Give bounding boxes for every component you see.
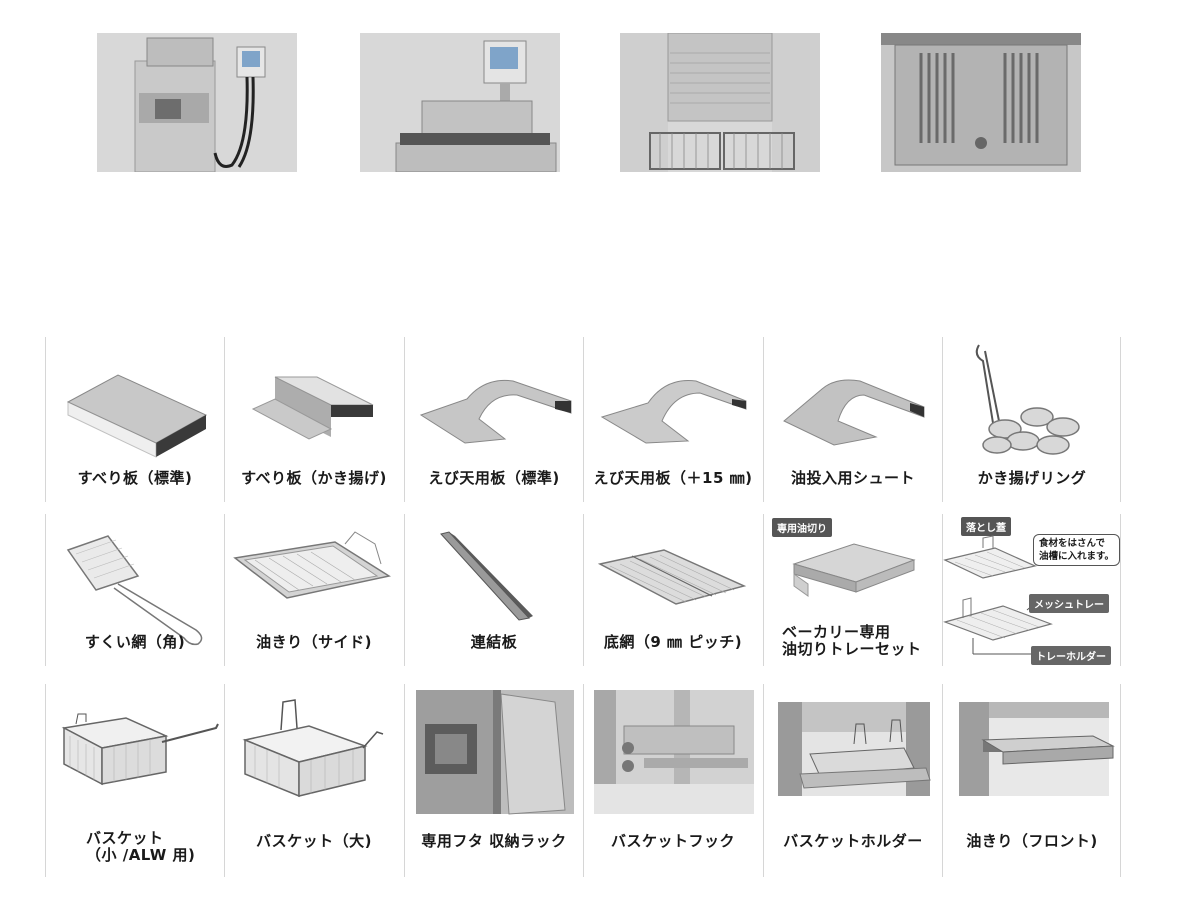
accessory-label: かき揚げリング <box>977 469 1087 487</box>
accessory-label: バスケットホルダー <box>783 832 923 850</box>
fryer-baskets-photo <box>620 33 820 172</box>
accessory-shrimp-plate-standard: えび天用板（標準) <box>404 337 583 502</box>
accessory-oil-chute: 油投入用シュート <box>763 337 942 502</box>
accessory-label: すべり板（標準) <box>77 469 193 487</box>
fryer-raised-head-photo <box>360 33 560 172</box>
accessory-lid-storage-rack: 専用フタ 収納ラック <box>404 684 583 877</box>
accessory-drop-lid-set: 落とし蓋 食材をはさんで 油槽に入れます。 メッシュトレー トレーホルダー <box>942 514 1121 666</box>
top-photo-row <box>0 33 1180 173</box>
mesh-tray-tag: メッシュトレー <box>1029 594 1109 613</box>
basket-hook-photo <box>594 690 754 814</box>
accessory-label: バスケットフック <box>610 832 735 850</box>
accessory-basket-large: バスケット（大) <box>224 684 403 877</box>
accessory-basket-small-alw: バスケット （小 /ALW 用) <box>45 684 224 877</box>
label-line-2: （小 /ALW 用) <box>86 846 196 864</box>
accessory-label: えび天用板（＋15 ㎜) <box>593 469 753 487</box>
accessory-grid: すべり板（標準) すべり板（かき揚げ) えび天用板（標準) えび天用板（＋15 … <box>45 337 1123 877</box>
accessory-connecting-plate: 連結板 <box>404 514 583 666</box>
accessory-label: すくい網（角) <box>84 633 186 651</box>
basket-small-illustration <box>61 713 219 786</box>
label-line-2: 油切りトレーセット <box>782 640 922 658</box>
accessory-label: 連結板 <box>470 633 518 651</box>
slide-plate-standard-illustration <box>66 374 208 458</box>
drop-lid-tag: 落とし蓋 <box>961 517 1011 536</box>
accessory-label: 専用フタ 収納ラック <box>421 832 567 850</box>
bakery-drain-tray-illustration <box>792 543 916 597</box>
accessory-skimmer-square: すくい網（角) <box>45 514 224 666</box>
accessory-label: 油きり（サイド) <box>256 633 372 651</box>
skimmer-square-illustration <box>66 535 203 646</box>
accessory-label: バスケット （小 /ALW 用) <box>86 830 264 864</box>
bubble-line-1: 食材をはさんで <box>1039 538 1106 549</box>
connecting-plate-illustration <box>440 531 533 621</box>
accessory-slide-plate-kakiage: すべり板（かき揚げ) <box>224 337 403 502</box>
accessory-label: 油投入用シュート <box>790 469 915 487</box>
accessory-bottom-mesh: 底網（9 ㎜ ピッチ) <box>583 514 762 666</box>
accessory-shrimp-plate-plus15: えび天用板（＋15 ㎜) <box>583 337 762 502</box>
accessory-label: 底網（9 ㎜ ピッチ) <box>603 633 743 651</box>
accessory-label: 油きり（フロント) <box>966 832 1098 850</box>
slide-plate-kakiage-illustration <box>251 376 374 440</box>
oil-chute-illustration <box>783 379 925 446</box>
accessory-basket-holder: バスケットホルダー <box>763 684 942 877</box>
accessory-label: ベーカリー専用 油切りトレーセット <box>782 624 960 658</box>
accessory-basket-hook: バスケットフック <box>583 684 762 877</box>
fryer-heating-coils-photo <box>881 33 1081 172</box>
drain-side-illustration <box>233 531 391 599</box>
accessory-label: バスケット（大) <box>256 832 372 850</box>
basket-holder-photo <box>778 702 931 796</box>
accessory-drain-front: 油きり（フロント) <box>942 684 1121 877</box>
bottom-mesh-illustration <box>597 549 747 605</box>
label-line-1: ベーカリー専用 <box>782 623 891 641</box>
dedicated-drain-tag: 専用油切り <box>772 518 832 537</box>
fryer-with-control-panel-photo <box>97 33 297 172</box>
label-line-1: バスケット <box>86 829 164 847</box>
accessory-drain-side: 油きり（サイド) <box>224 514 403 666</box>
bubble-line-2: 油槽に入れます。 <box>1039 551 1115 562</box>
lid-storage-rack-photo <box>416 690 574 815</box>
instruction-bubble: 食材をはさんで 油槽に入れます。 <box>1033 534 1121 566</box>
drop-lid-set-illustration <box>943 535 1053 655</box>
accessory-bakery-drain-tray-set: 専用油切り ベーカリー専用 油切りトレーセット <box>763 514 942 666</box>
accessory-kakiage-ring: かき揚げリング <box>942 337 1121 502</box>
shrimp-plate-plus15-illustration <box>600 379 747 444</box>
accessory-label: えび天用板（標準) <box>428 469 560 487</box>
accessory-slide-plate-standard: すべり板（標準) <box>45 337 224 502</box>
shrimp-plate-standard-illustration <box>419 379 572 444</box>
tray-holder-tag: トレーホルダー <box>1031 646 1111 665</box>
drain-front-photo <box>959 702 1115 796</box>
kakiage-ring-illustration <box>975 344 1080 455</box>
basket-large-illustration <box>242 699 384 798</box>
accessory-label: すべり板（かき揚げ) <box>241 469 387 487</box>
